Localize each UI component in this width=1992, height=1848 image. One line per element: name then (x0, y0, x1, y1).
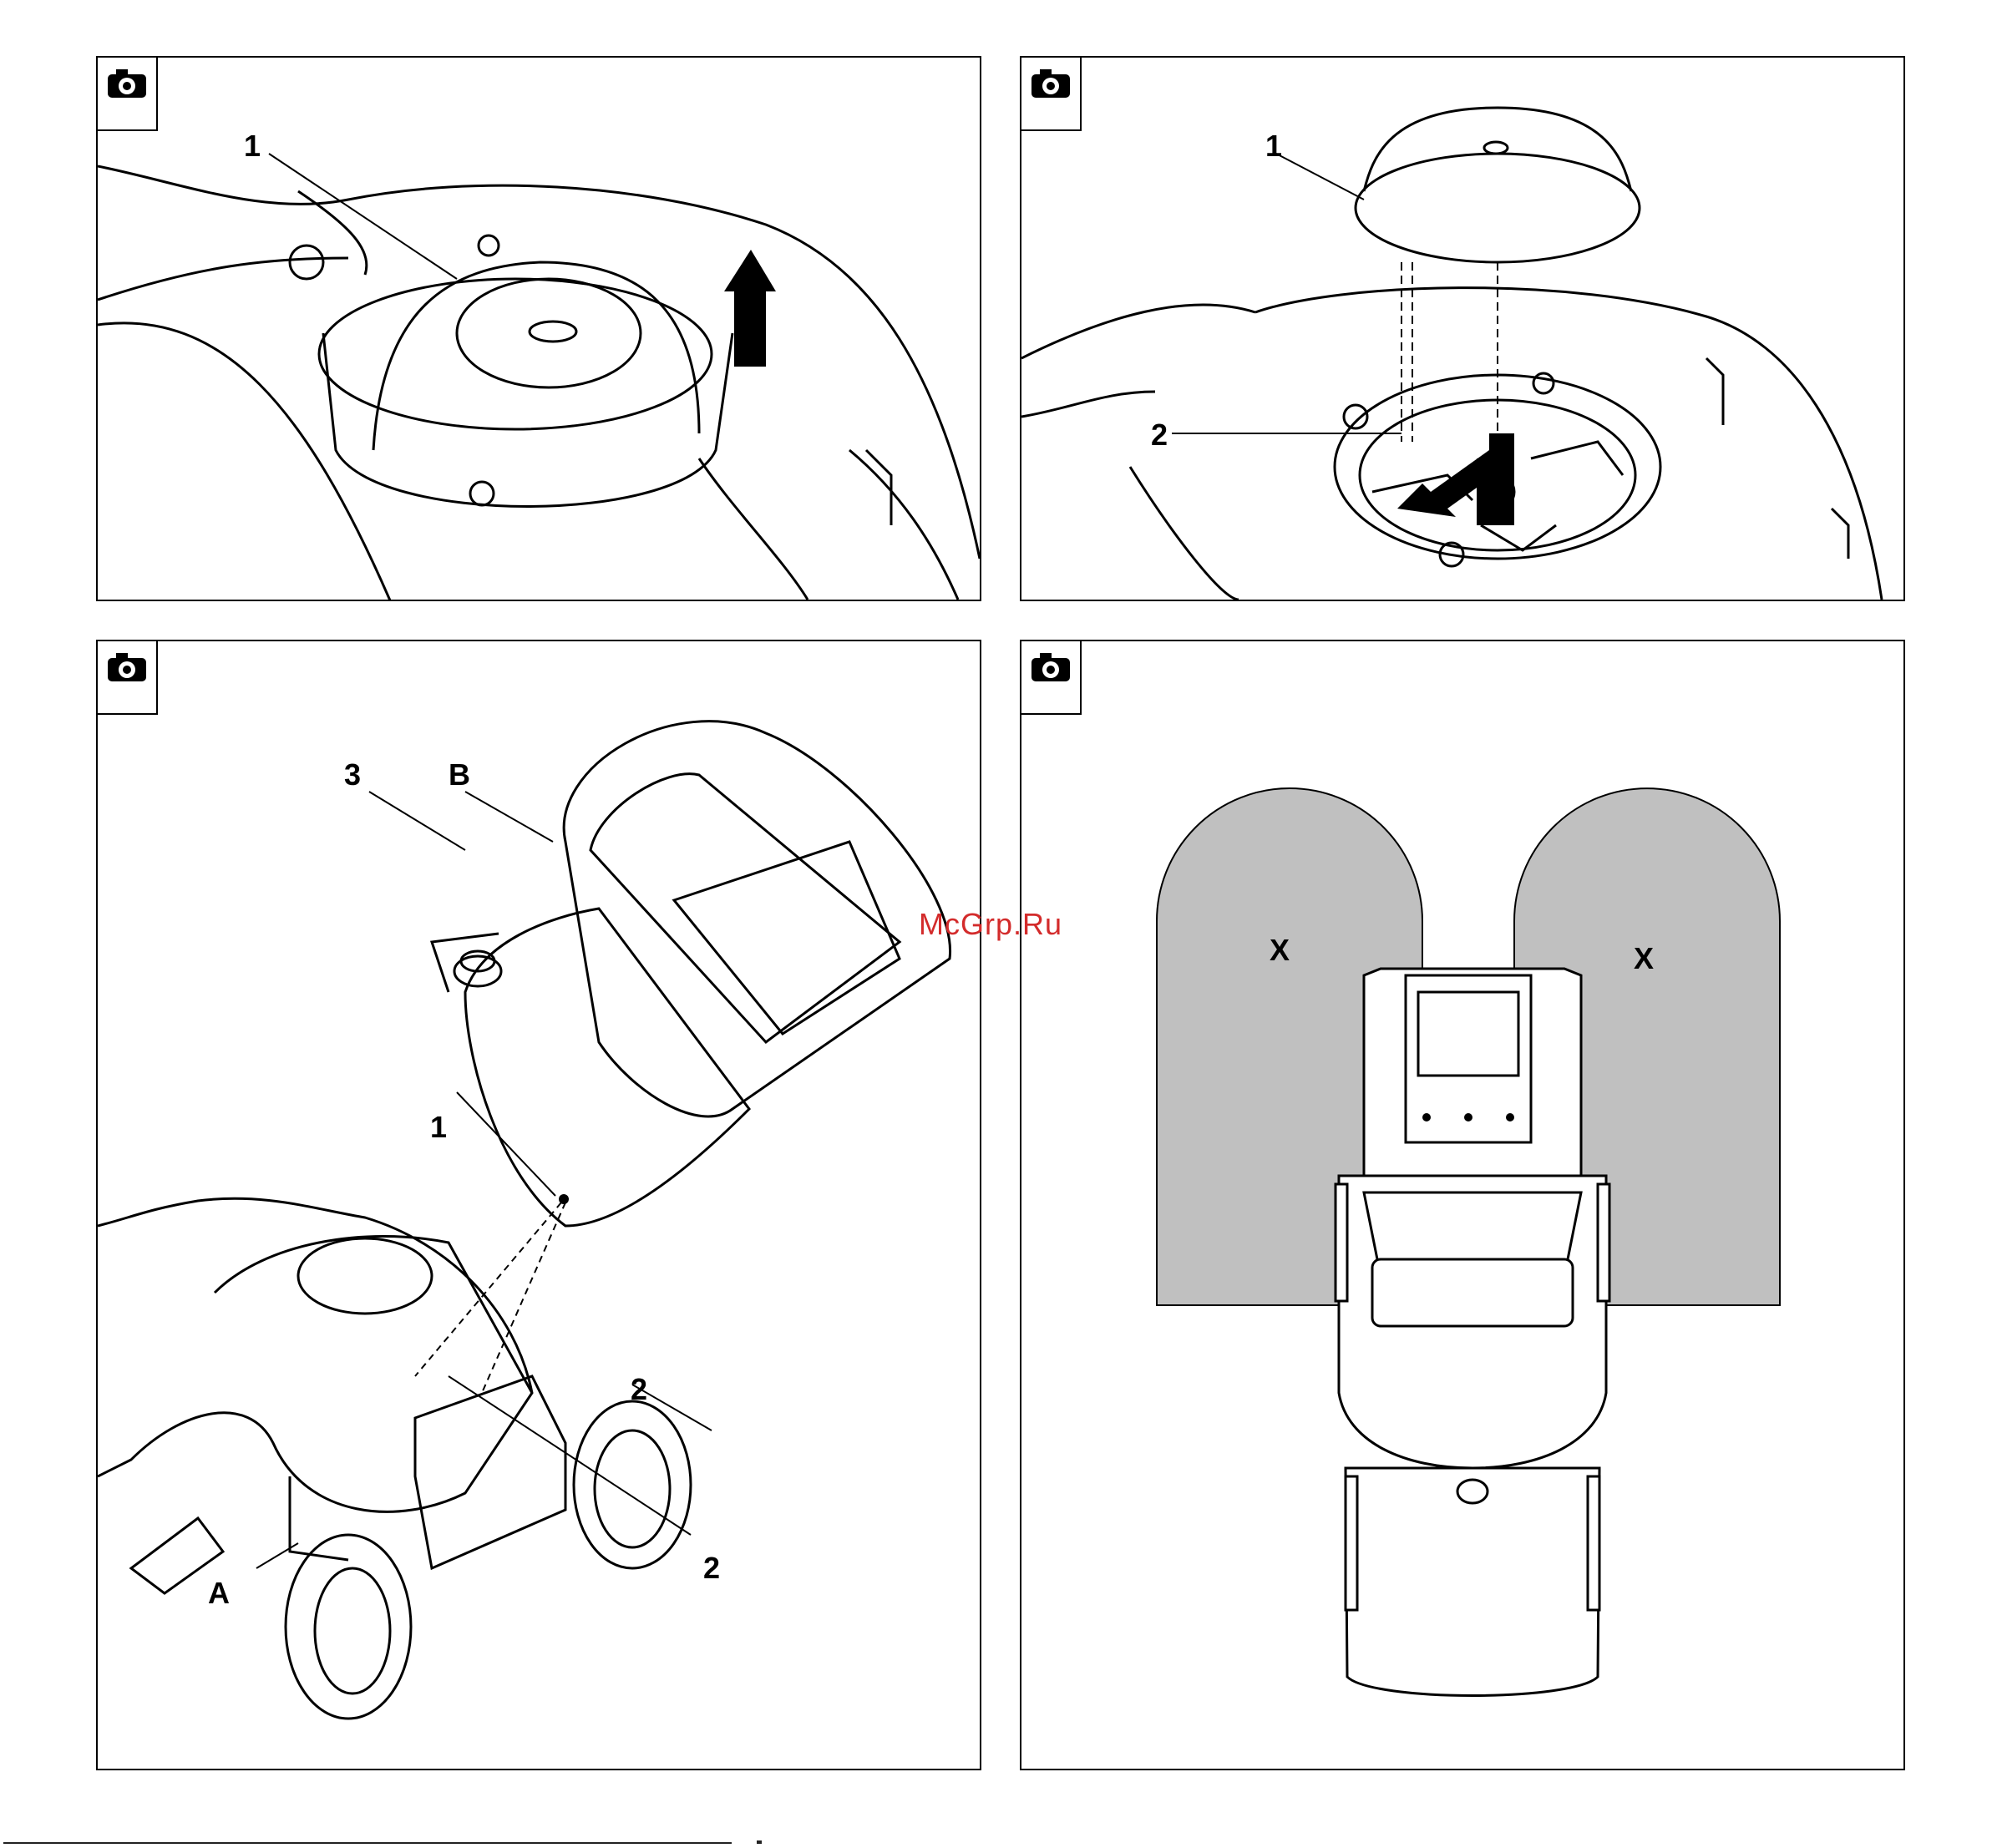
lid-removal-drawing: 1 (98, 58, 980, 600)
callout-2-lower: 2 (703, 1551, 720, 1585)
hopper-mounting-drawing: 3 B 1 2 2 A (98, 641, 980, 1769)
footer-rule (3, 1842, 732, 1844)
working-area-drawing: X X (1021, 641, 1903, 1769)
zone-label-x-left: X (1270, 933, 1290, 967)
watermark: McGrp.Ru (919, 907, 1062, 942)
panel-blade-hub: 1 2 (1020, 56, 1905, 601)
callout-2-upper: 2 (631, 1372, 647, 1406)
panel-hopper-mounting: 3 B 1 2 2 A (96, 640, 981, 1770)
callout-1: 1 (430, 1110, 447, 1144)
blade-hub-drawing: 1 2 (1021, 58, 1903, 600)
callout-2: 2 (1151, 418, 1168, 452)
callout-1: 1 (244, 129, 261, 163)
callout-A: A (208, 1576, 230, 1610)
footer-mark (757, 1840, 762, 1844)
panel-working-area: X X (1020, 640, 1905, 1770)
panel-remove-lid: 1 (96, 56, 981, 601)
zone-label-x-right: X (1634, 941, 1654, 975)
callout-B: B (449, 757, 470, 792)
callout-1: 1 (1265, 129, 1282, 163)
callout-3: 3 (344, 757, 361, 792)
